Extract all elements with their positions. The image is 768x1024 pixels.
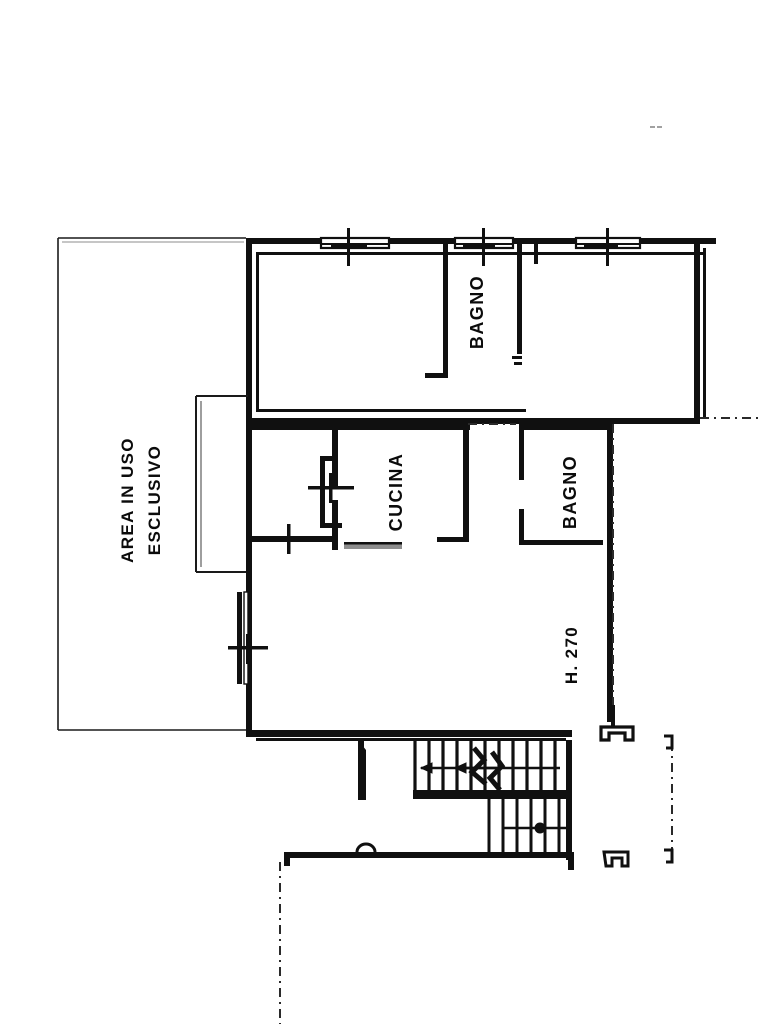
exclusive-area-boundary [57,237,246,731]
left-annex-outline [195,395,248,573]
door-swing-notch [355,842,377,853]
label-cucina: CUCINA [386,453,406,532]
label-area-line1: AREA IN USO [118,437,137,563]
pier-symbol-top [664,734,674,750]
window-3 [574,228,642,266]
opening-mark-hall-door [270,524,308,554]
opening-mark-kitchen-door [308,473,354,503]
stair-direction-arrows [419,746,566,834]
pier-symbols [602,734,674,868]
lower-exterior-wall [284,842,574,870]
opening-cross-marks [228,473,354,664]
upper-bathroom-partitions [425,244,538,378]
lower-wall-stub [358,740,366,800]
window-1 [319,228,391,266]
label-area-line2: ESCLUSIVO [145,445,164,555]
label-bagno-upper: BAGNO [467,275,487,349]
window-2 [453,228,515,266]
stray-tick-mark [650,126,662,128]
staircase [413,740,572,860]
pier-symbol-left [602,850,630,868]
stair-landing-edge [413,790,568,799]
top-wall-windows [319,228,642,266]
opening-mark-left-window [228,634,268,664]
property-boundary-lines [279,417,760,1024]
label-height-note: H. 270 [562,626,581,684]
height-leader-symbol [599,705,635,742]
pier-symbol-bottom [664,848,674,864]
label-bagno-lower: BAGNO [560,455,580,529]
